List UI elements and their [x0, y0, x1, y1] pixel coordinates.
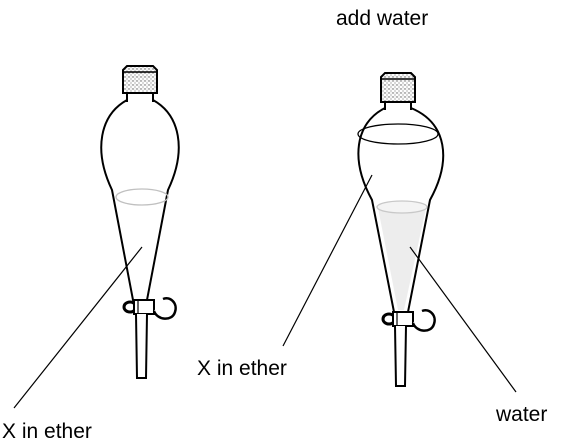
right-top-meniscus: [357, 123, 439, 145]
water-label: water: [496, 403, 548, 426]
right-water-layer: [378, 208, 426, 310]
add-water-label: add water: [336, 7, 429, 30]
right-stem: [394, 325, 407, 387]
right-x-in-ether-label: X in ether: [197, 357, 287, 380]
right-water-meniscus: [376, 200, 428, 214]
left-stem: [135, 313, 148, 379]
right-funnel: [282, 72, 517, 393]
left-pointer-line: [13, 246, 143, 409]
left-stopper: [122, 65, 158, 102]
left-meniscus: [115, 188, 169, 206]
left-funnel: [13, 65, 180, 409]
left-x-in-ether-label: X in ether: [2, 420, 92, 443]
right-stopper: [380, 72, 416, 110]
right-stopcock: [381, 309, 436, 332]
right-water-pointer-line: [409, 246, 517, 393]
right-ether-pointer-line: [282, 174, 373, 347]
left-stopcock: [122, 297, 177, 320]
